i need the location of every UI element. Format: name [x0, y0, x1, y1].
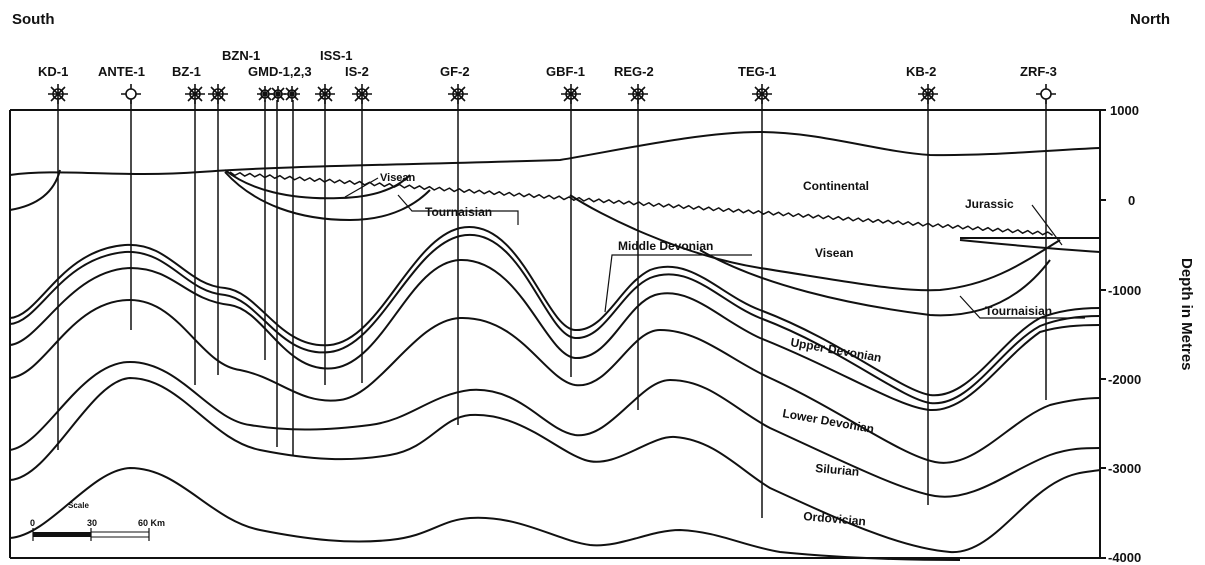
depth-tick-1000: 1000 [1110, 103, 1139, 118]
gas-well-icon [284, 86, 300, 102]
depth-tick-m2000: -2000 [1108, 372, 1141, 387]
well-label-reg-2: REG-2 [614, 64, 654, 79]
horizon-jurassic-wedge [960, 240, 1100, 252]
horizon-upper-devonian [10, 260, 1100, 410]
scale-label-30: 30 [87, 518, 97, 528]
label-continental: Continental [803, 179, 869, 193]
label-ordovician: Ordovician [803, 509, 867, 528]
well-label-kd-1: KD-1 [38, 64, 68, 79]
well-label-gbf-1: GBF-1 [546, 64, 585, 79]
horizon-silurian [10, 362, 1100, 497]
well-label-gf-2: GF-2 [440, 64, 470, 79]
well-labels: KD-1 ANTE-1 BZ-1 BZN-1 GMD-1,2,3 ISS-1 I… [38, 48, 1057, 79]
well-label-zrf-3: ZRF-3 [1020, 64, 1057, 79]
depth-axis-title: Depth in Metres [1178, 258, 1195, 371]
gas-well-icon [448, 84, 468, 104]
horizon-devonian-top-a [10, 227, 1100, 395]
well-label-teg-1: TEG-1 [738, 64, 776, 79]
gas-well-icon [208, 84, 228, 104]
label-tournaisian-lower: Tournaisian [985, 304, 1052, 318]
label-jurassic: Jurassic [965, 197, 1014, 211]
well-symbols [48, 84, 1056, 104]
horizon-top-continental [10, 132, 1100, 175]
gas-well-icon [185, 84, 205, 104]
layer-labels: Continental Jurassic Visean Tournaisian … [380, 172, 1052, 528]
gas-well-icon [352, 84, 372, 104]
section-frame [10, 110, 1100, 558]
south-label: South [12, 11, 55, 28]
gas-well-icon [918, 84, 938, 104]
gas-well-icon [270, 86, 286, 102]
gas-well-icon [315, 84, 335, 104]
depth-tick-m4000: -4000 [1108, 550, 1141, 565]
gas-well-icon [48, 84, 68, 104]
well-label-is-2: IS-2 [345, 64, 369, 79]
scale-label-0: 0 [30, 518, 35, 528]
depth-tick-m1000: -1000 [1108, 283, 1141, 298]
horizon-visean-south [10, 170, 60, 210]
label-tournaisian-upper: Tournaisian [425, 205, 492, 219]
depth-tick-m3000: -3000 [1108, 461, 1141, 476]
label-visean-upper: Visean [380, 172, 416, 184]
label-lower-devonian: Lower Devonian [781, 406, 875, 436]
oil-well-icon [121, 84, 141, 104]
label-middle-devonian: Middle Devonian [618, 239, 713, 253]
horizon-lines [10, 132, 1100, 560]
well-label-bzn-1: BZN-1 [222, 48, 260, 63]
well-label-kb-2: KB-2 [906, 64, 936, 79]
label-visean-lower: Visean [815, 246, 853, 260]
depth-tick-0: 0 [1128, 193, 1135, 208]
unconformity-line [230, 172, 1053, 235]
well-label-gmd: GMD-1,2,3 [248, 64, 312, 79]
well-label-bz-1: BZ-1 [172, 64, 201, 79]
well-label-iss-1: ISS-1 [320, 48, 353, 63]
label-silurian: Silurian [815, 461, 860, 479]
horizon-lower-devonian [10, 300, 1100, 463]
scale-title: Scale [68, 501, 89, 510]
scale-bar: Scale 0 30 60 Km [30, 501, 165, 541]
gas-well-icon [752, 84, 772, 104]
north-label: North [1130, 11, 1170, 28]
well-label-ante-1: ANTE-1 [98, 64, 145, 79]
scale-label-60: 60 Km [138, 518, 165, 528]
gas-well-icon [561, 84, 581, 104]
label-upper-devonian: Upper Devonian [789, 335, 882, 365]
oil-well-icon [1036, 84, 1056, 104]
gas-well-icon [628, 84, 648, 104]
